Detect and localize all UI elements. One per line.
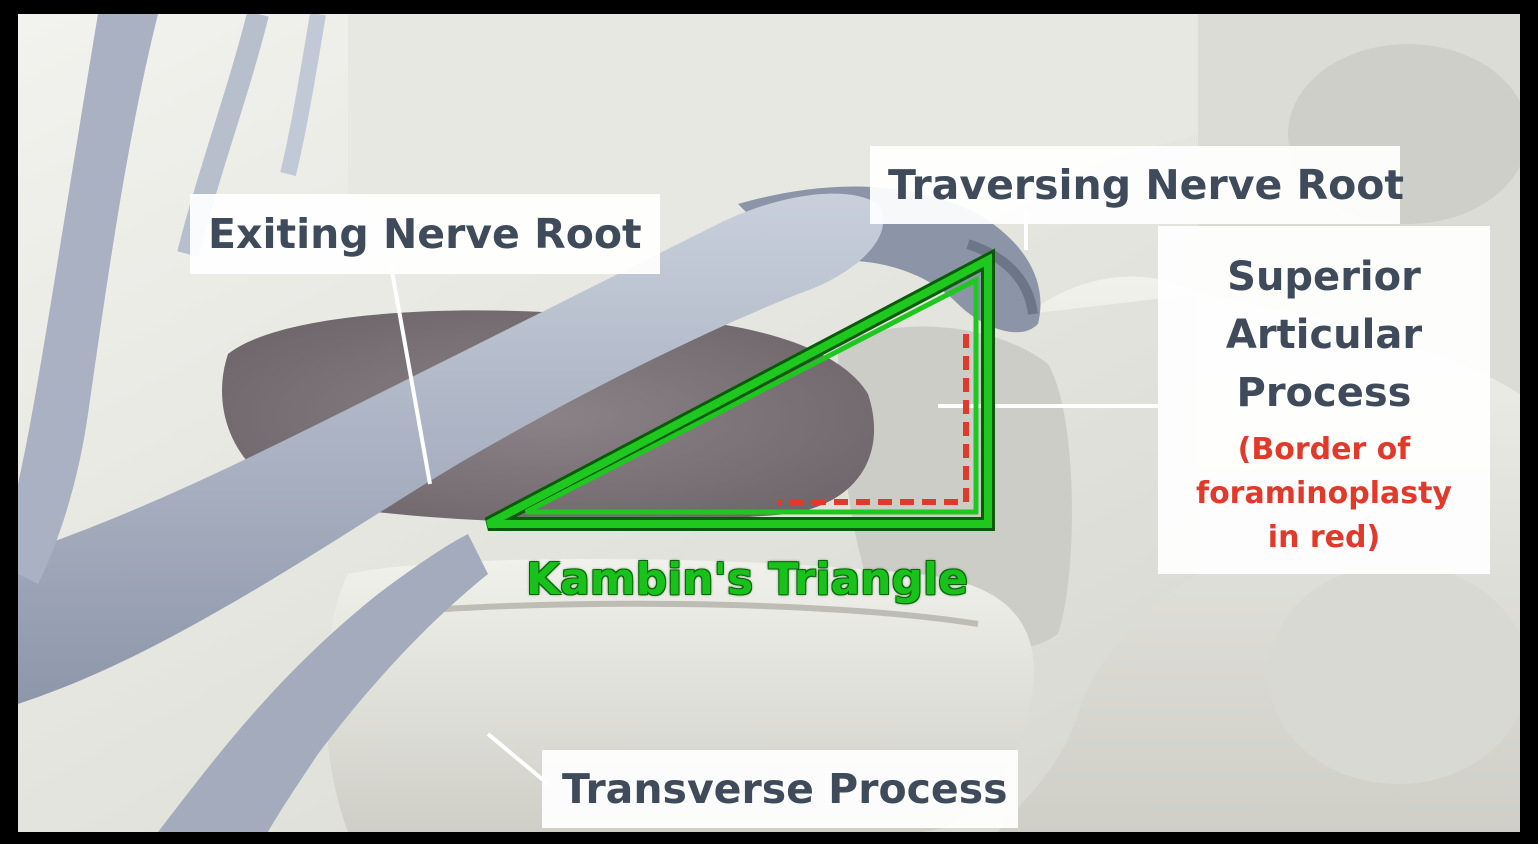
kambin-triangle-label: Kambin's Triangle [526,554,968,605]
traversing-nerve-root-label: Traversing Nerve Root [870,146,1400,224]
transverse-process-label: Transverse Process [542,750,1018,828]
foraminoplasty-note-line-3: in red) [1158,516,1490,560]
anatomy-scene: Traversing Nerve Root Exiting Nerve Root… [18,14,1520,832]
foraminoplasty-note-line-2: foraminoplasty [1158,472,1490,516]
superior-line-1: Superior [1158,248,1490,306]
exiting-nerve-root-label: Exiting Nerve Root [190,194,660,274]
superior-line-3: Process [1158,364,1490,422]
right-lower-bone [1268,564,1520,784]
superior-line-2: Articular [1158,306,1490,364]
foraminoplasty-note-line-1: (Border of [1158,428,1490,472]
superior-articular-process-label: Superior Articular Process (Border of fo… [1158,226,1490,574]
